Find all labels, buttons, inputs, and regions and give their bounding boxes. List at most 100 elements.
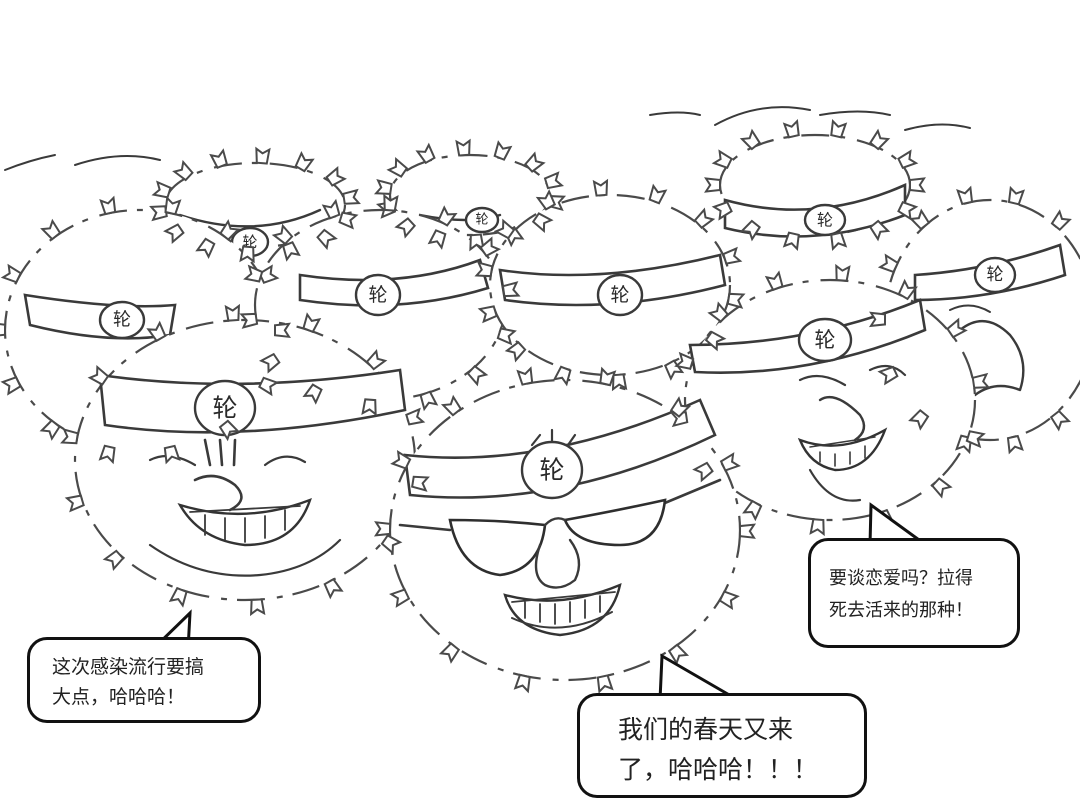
- virus-spike: [877, 365, 899, 386]
- virus-spike: [764, 270, 784, 292]
- virus-spike: [868, 128, 891, 151]
- virus-spike: [151, 180, 172, 199]
- virus-spike: [0, 263, 22, 284]
- virus-spike: [163, 223, 185, 245]
- character-front-right: 轮: [683, 278, 977, 522]
- virus-spike: [501, 281, 521, 298]
- virus-spike: [239, 312, 259, 329]
- virus-spike: [39, 419, 61, 441]
- virus-spike: [742, 499, 763, 522]
- virus-spike: [415, 142, 436, 165]
- virus-spike: [60, 428, 79, 445]
- virus-spike: [523, 151, 546, 173]
- virus-spike: [40, 218, 62, 241]
- virus-spike: [209, 148, 229, 169]
- virus-spike: [224, 303, 240, 322]
- virus-spike: [0, 376, 22, 396]
- badge-text: 轮: [212, 394, 237, 423]
- virus-spike: [669, 396, 692, 418]
- virus-spike: [667, 643, 690, 666]
- virus-spike: [897, 200, 919, 221]
- virus-spike: [877, 253, 900, 274]
- virus-spike: [718, 590, 740, 611]
- virus-spike: [726, 292, 746, 309]
- virus-spike: [1007, 185, 1026, 206]
- virus-spike: [164, 195, 182, 216]
- virus-spike: [219, 219, 241, 241]
- virus-spike: [1006, 434, 1024, 455]
- virus-spike: [438, 642, 461, 664]
- character-front-center: 轮: [388, 378, 742, 682]
- virus-spike: [722, 246, 743, 265]
- virus-spike: [316, 228, 338, 251]
- virus-spike: [389, 588, 411, 608]
- virus-spike: [504, 340, 527, 363]
- virus-spike: [394, 217, 417, 239]
- virus-spike: [419, 390, 439, 412]
- virus-spike: [739, 128, 762, 151]
- virus-spike: [172, 159, 194, 182]
- virus-spike: [908, 208, 931, 231]
- virus-spike: [386, 157, 409, 178]
- virus-spike: [380, 534, 403, 556]
- virus-spike: [250, 598, 266, 617]
- virus-spike: [440, 394, 463, 417]
- virus-spike: [552, 365, 572, 387]
- virus-spike: [707, 301, 730, 323]
- speech-bubble-center: 我们的春天又来 了，哈哈哈！！！: [577, 693, 867, 798]
- virus-spike: [909, 177, 926, 193]
- virus-spike: [302, 383, 323, 405]
- virus-spike: [971, 372, 991, 389]
- speech-bubble-left: 这次感染流行要搞 大点，哈哈哈！: [27, 637, 261, 723]
- virus-spike: [830, 118, 848, 139]
- virus-spike: [437, 205, 458, 227]
- virus-spike: [365, 348, 388, 371]
- virus-spike: [543, 171, 565, 190]
- virus-spike: [663, 359, 685, 381]
- virus-spike: [0, 323, 7, 337]
- speech-bubble-tail: [868, 502, 927, 545]
- speech-bubble-text: 我们的春天又来 了，哈哈哈！！！: [618, 715, 819, 784]
- virus-spike: [897, 149, 919, 170]
- virus-spike: [302, 312, 322, 334]
- virus-spike: [373, 521, 392, 537]
- virus-spike: [897, 278, 918, 301]
- virus-spike: [102, 549, 125, 572]
- virus-spike: [383, 193, 399, 212]
- virus-spike: [342, 188, 361, 205]
- virus-spike: [163, 444, 181, 465]
- virus-spike: [321, 198, 341, 220]
- virus-spike: [738, 523, 757, 539]
- virus-spike: [466, 364, 489, 387]
- virus-spike: [956, 185, 974, 206]
- character-far-back: 轮: [718, 133, 912, 238]
- virus-spike: [411, 475, 430, 492]
- badge-text: 轮: [368, 284, 387, 306]
- virus-spike: [711, 149, 733, 170]
- virus-spike: [325, 165, 347, 187]
- virus-spike: [149, 205, 168, 222]
- virus-spike: [908, 408, 930, 431]
- virus-spike: [531, 212, 554, 233]
- virus-spike: [239, 245, 255, 264]
- virus-spike: [87, 364, 110, 386]
- virus-spike: [405, 407, 426, 426]
- speech-bubble-text: 要谈恋爱吗？拉得 死去活来的那种！: [829, 568, 973, 621]
- virus-spike: [704, 330, 727, 352]
- virus-spike: [599, 366, 617, 387]
- badge-text: 轮: [987, 265, 1004, 285]
- virus-spike: [258, 376, 280, 397]
- virus-spike: [692, 461, 714, 483]
- virus-spike: [835, 263, 851, 282]
- virus-spike: [218, 419, 240, 442]
- virus-spike: [693, 207, 716, 230]
- virus-spike: [273, 322, 291, 339]
- virus-spike: [168, 586, 188, 608]
- virus-spike: [98, 444, 116, 465]
- virus-spike: [830, 231, 848, 252]
- virus-spike: [782, 231, 800, 252]
- badge-text: 轮: [815, 328, 836, 352]
- virus-spike: [474, 261, 494, 278]
- virus-spike: [271, 223, 294, 246]
